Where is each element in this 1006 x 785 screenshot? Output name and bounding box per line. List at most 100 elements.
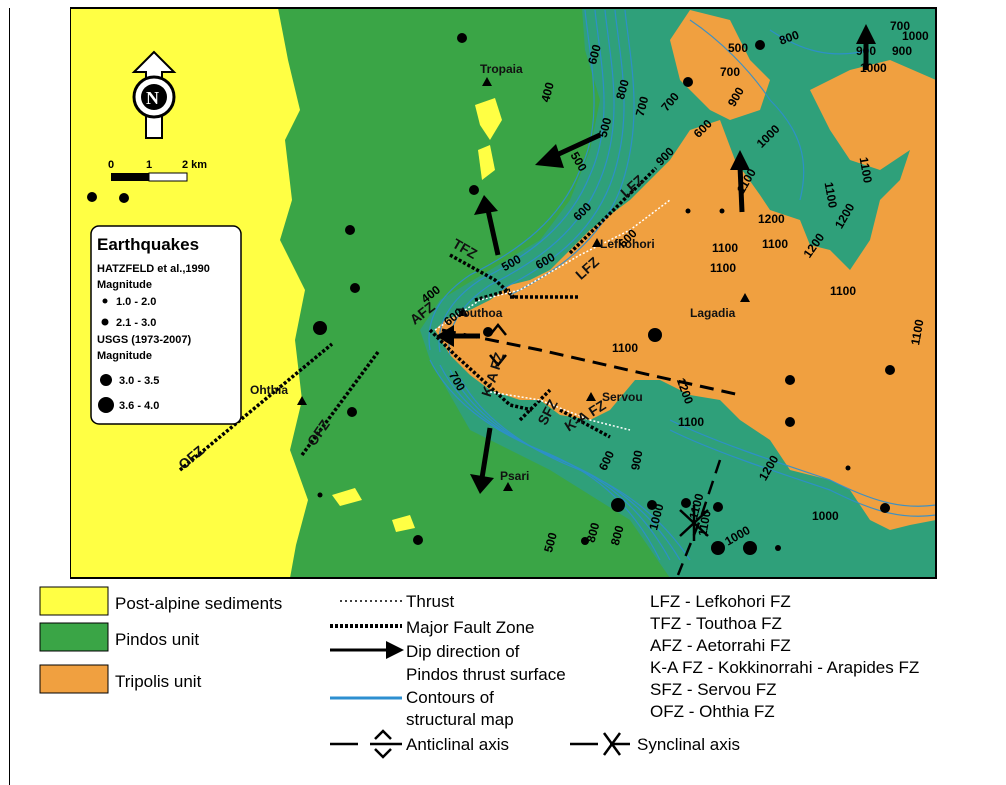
earthquake-dot xyxy=(711,541,725,555)
major-fault-lines xyxy=(178,166,658,472)
eq-title: Earthquakes xyxy=(97,235,199,254)
svg-text:800: 800 xyxy=(584,521,603,544)
abbr-lfz: LFZ - Lefkohori FZ xyxy=(650,592,791,611)
legend-thrust: Thrust xyxy=(406,592,454,611)
legend-dip-line1: Dip direction of xyxy=(406,642,520,661)
tripolis-area xyxy=(670,10,770,120)
north-arrow-icon: N xyxy=(131,50,177,139)
svg-text:800: 800 xyxy=(608,524,627,547)
svg-text:1100: 1100 xyxy=(710,261,736,275)
earthquake-dot xyxy=(775,545,781,551)
earthquake-dot xyxy=(581,537,589,545)
svg-text:1000: 1000 xyxy=(646,502,667,532)
earthquake-dot xyxy=(119,193,129,203)
abbr-ka-fz: K-A FZ - Kokkinorrahi - Arapides FZ xyxy=(650,658,919,677)
svg-text:1100: 1100 xyxy=(762,237,788,251)
earthquake-dot xyxy=(683,77,693,87)
earthquake-dot xyxy=(743,541,757,555)
earthquake-dot xyxy=(885,365,895,375)
svg-text:800: 800 xyxy=(777,28,801,48)
earthquake-dot xyxy=(413,535,423,545)
map-legend: Post-alpine sediments Pindos unit Tripol… xyxy=(39,586,919,759)
earthquake-dot xyxy=(719,208,725,214)
earthquake-dot xyxy=(345,225,355,235)
place-label-lefkohori: Lefkohori xyxy=(600,237,655,251)
svg-text:1100: 1100 xyxy=(857,156,875,184)
svg-text:1100: 1100 xyxy=(908,318,926,346)
earthquake-dot xyxy=(350,283,360,293)
legend-pindos: Pindos unit xyxy=(115,630,199,649)
place-label-psari: Psari xyxy=(500,469,529,483)
svg-text:1100: 1100 xyxy=(678,415,704,429)
svg-text:1100: 1100 xyxy=(686,492,706,521)
geological-map: Tropaia Lefkohori Touthoa Lagadia Servou… xyxy=(70,7,937,579)
thrust-lines xyxy=(434,199,671,431)
svg-text:500: 500 xyxy=(596,116,615,139)
legend-tripolis: Tripolis unit xyxy=(115,672,202,691)
earthquake-dot xyxy=(685,208,691,214)
swatch-pindos xyxy=(39,622,109,652)
scale-tick-1: 1 xyxy=(146,159,152,171)
earthquake-dot xyxy=(469,185,479,195)
legend-contours-line2: structural map xyxy=(406,710,514,729)
contour-lines xyxy=(428,9,936,561)
svg-text:900: 900 xyxy=(892,44,912,58)
legend-major-fault: Major Fault Zone xyxy=(406,618,535,637)
earthquake-dot xyxy=(785,375,795,385)
legend-synclinal: Synclinal axis xyxy=(637,735,740,754)
earthquake-dot xyxy=(845,465,851,471)
syncline-symbol xyxy=(679,505,709,541)
post-alpine-patch xyxy=(478,145,495,180)
svg-text:1100: 1100 xyxy=(612,341,638,355)
svg-text:700: 700 xyxy=(633,94,652,117)
earthquake-dot xyxy=(611,498,625,512)
svg-text:400: 400 xyxy=(538,80,557,103)
earthquake-dot xyxy=(313,321,327,335)
svg-text:1100: 1100 xyxy=(830,284,856,298)
svg-text:600: 600 xyxy=(585,43,604,66)
legend-contours-line1: Contours of xyxy=(406,688,494,707)
svg-text:1000: 1000 xyxy=(902,29,929,43)
post-alpine-patch xyxy=(332,488,362,506)
eq-usgs-mag: Magnitude xyxy=(97,350,152,362)
abbr-tfz: TFZ - Touthoa FZ xyxy=(650,614,782,633)
scale-tick-2: 2 km xyxy=(182,159,207,171)
earthquake-dot xyxy=(317,492,323,498)
eq-hatzfeld-title: HATZFELD et al.,1990 xyxy=(97,263,210,275)
eq-usgs-title: USGS (1973-2007) xyxy=(97,334,191,346)
svg-text:500: 500 xyxy=(728,41,748,55)
earthquake-dot xyxy=(457,33,467,43)
tripolis-area xyxy=(435,120,936,530)
svg-text:1000: 1000 xyxy=(860,61,887,75)
svg-text:500: 500 xyxy=(541,531,560,554)
eq-hatzfeld-mag: Magnitude xyxy=(97,279,152,291)
tripolis-area xyxy=(810,60,936,170)
dip-arrows xyxy=(436,24,876,494)
earthquake-markers xyxy=(87,33,895,555)
svg-text:700: 700 xyxy=(720,65,740,79)
abbr-afz: AFZ - Aetorrahi FZ xyxy=(650,636,791,655)
earthquake-dot xyxy=(713,502,723,512)
svg-text:1100: 1100 xyxy=(822,181,840,209)
eq-u-range-1: 3.0 - 3.5 xyxy=(119,375,159,387)
anticline-symbol xyxy=(489,322,507,368)
scale-bar: 0 1 2 km xyxy=(108,159,207,182)
north-letter: N xyxy=(146,88,159,108)
place-label-servou: Servou xyxy=(602,390,643,404)
frame-line xyxy=(9,8,10,785)
eq-h-range-1: 1.0 - 2.0 xyxy=(116,296,156,308)
place-label-ohthia: Ohthia xyxy=(250,383,288,397)
svg-text:1100: 1100 xyxy=(712,241,738,255)
legend-dip-line2: Pindos thrust surface xyxy=(406,665,566,684)
earthquake-dot xyxy=(755,40,765,50)
eq-h-range-2: 2.1 - 3.0 xyxy=(116,317,156,329)
eq-u-range-2: 3.6 - 4.0 xyxy=(119,400,159,412)
svg-text:800: 800 xyxy=(613,78,632,101)
earthquake-dot xyxy=(648,328,662,342)
place-label-tropaia: Tropaia xyxy=(480,62,523,76)
legend-anticlinal: Anticlinal axis xyxy=(406,735,509,754)
scale-tick-0: 0 xyxy=(108,159,114,171)
synclinal-symbol xyxy=(570,732,630,756)
abbr-sfz: SFZ - Servou FZ xyxy=(650,680,777,699)
